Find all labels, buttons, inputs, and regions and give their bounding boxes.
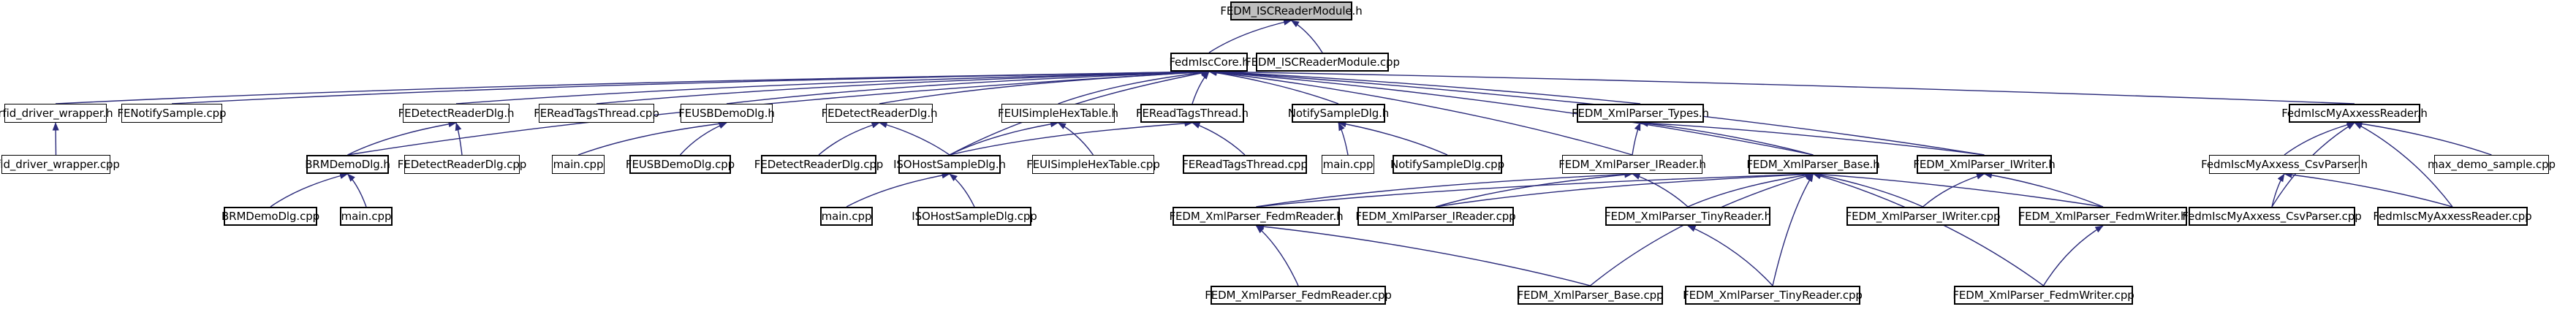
graph-node[interactable]: FEDM_ISCReaderModule.h [1220,1,1363,20]
graph-edge [1192,71,1210,104]
graph-node[interactable]: FEDM_XmlParser_Base.h [1746,155,1880,174]
graph-edge [1208,68,1641,104]
graph-node[interactable]: main.cpp [1322,155,1374,174]
graph-edge [1983,172,2104,208]
graph-edge [726,68,1210,104]
graph-node[interactable]: FedmIscMyAxxessReader.h [2281,104,2428,123]
graph-edge [1435,171,1633,208]
graph-node[interactable]: ISOHostSampleDlg.cpp [912,207,1037,226]
graph-edge [171,68,1210,104]
graph-edge [577,120,727,156]
graph-node[interactable]: NotifySampleDlg.cpp [1390,155,1504,174]
graph-edge [596,68,1210,104]
graph-node[interactable]: FEUISimpleHexTable.cpp [1026,155,1160,174]
graph-node[interactable]: BRMDemoDlg.h [305,155,390,174]
graph-node[interactable]: FEDM_XmlParser_Base.cpp [1518,286,1664,305]
graph-edge [1256,171,1633,208]
graph-edge [1922,172,1985,208]
graph-node[interactable]: FEDetectReaderDlg.h [822,104,938,123]
graph-edge [1338,121,1448,156]
graph-edge [346,173,367,208]
graph-edge [1208,69,1339,104]
graph-edge [1338,122,1349,156]
graph-node[interactable]: FEDM_ISCReaderModule.cpp [1245,53,1400,72]
graph-edge [2284,171,2453,208]
graph-edge [2271,173,2285,208]
graph-edge [1632,122,1641,156]
graph-edge [1256,170,1814,208]
graph-node[interactable]: FedmIscMyAxxess_CsvParser.cpp [2182,207,2362,226]
graph-node[interactable]: FEDM_XmlParser_IReader.cpp [1355,207,1516,226]
graph-node[interactable]: FEDM_XmlParser_TinyReader.cpp [1683,286,1863,305]
graph-edge [347,121,457,156]
graph-edge [2354,121,2492,156]
graph-node[interactable]: max_demo_sample.cpp [2428,155,2556,174]
graph-edge [1772,173,1814,286]
graph-edge [1640,120,1985,156]
graph-edge [270,172,349,208]
graph-edge [949,121,1059,156]
graph-edge [1687,172,1814,208]
graph-edge [679,122,727,156]
graph-edge [1208,19,1292,53]
graph-node[interactable]: main.cpp [340,207,393,226]
graph-node[interactable]: BRMDemoDlg.cpp [221,207,319,226]
graph-edge [1590,172,1814,286]
graph-edge [879,69,1210,104]
graph-node[interactable]: FEUSBDemoDlg.cpp [626,155,735,174]
graph-node[interactable]: FedmIscMyAxxessReader.cpp [2373,207,2532,226]
graph-edge [2284,121,2355,156]
graph-node[interactable]: NotifySampleDlg.h [1288,104,1389,123]
graph-node[interactable]: FEDetectReaderDlg.h [398,104,515,123]
graph-edge [1812,172,2044,286]
graph-edge [455,122,463,156]
graph-edge [949,120,1193,156]
graph-node[interactable]: FEUISimpleHexTable.h [998,104,1118,123]
graph-edge [1057,122,1094,156]
graph-edge [55,68,1210,104]
graph-node[interactable]: FENotifySample.cpp [118,104,227,123]
graph-node[interactable]: ISOHostSampleDlg.h [893,155,1006,174]
graph-node[interactable]: FedmIscCore.h [1169,53,1249,72]
graph-node[interactable]: FEDM_XmlParser_IReader.h [1558,155,1706,174]
graph-edge [1208,69,1633,156]
graph-node[interactable]: FEReadTagsThread.cpp [534,104,659,123]
graph-edge [1812,172,1923,208]
graph-edge [818,121,880,156]
graph-edge [1812,171,2104,208]
graph-node[interactable]: FEDetectReaderDlg.cpp [754,155,883,174]
graph-node[interactable]: main.cpp [820,207,873,226]
graph-node[interactable]: FEDM_XmlParser_FedmReader.h [1169,207,1344,226]
graph-node[interactable]: FEDM_XmlParser_FedmWriter.cpp [1952,286,2134,305]
graph-node[interactable]: FEDM_XmlParser_IWriter.h [1913,155,2056,174]
graph-edge [455,68,1210,104]
graph-edge [1058,69,1210,104]
graph-edge [879,121,950,156]
graph-node[interactable]: main.cpp [552,155,605,174]
graph-edge [1640,120,1814,156]
graph-node[interactable]: FEDM_XmlParser_TinyReader.h [1605,207,1771,226]
graph-node[interactable]: FEDM_XmlParser_IWriter.cpp [1846,207,2001,226]
graph-node[interactable]: FEDM_XmlParser_FedmReader.cpp [1205,286,1392,305]
graph-node[interactable]: FEDM_XmlParser_FedmWriter.h [2019,207,2187,226]
graph-node[interactable]: rfid_driver_wrapper.h [0,104,113,123]
graph-node[interactable]: FedmIscMyAxxess_CsvParser.h [2201,155,2368,174]
graph-node[interactable]: FEUSBDemoDlg.h [678,104,775,123]
graph-edge [2042,225,2104,286]
graph-node[interactable]: FEReadTagsThread.h [1136,104,1249,123]
graph-edge [1687,225,1773,286]
graph-node[interactable]: FEDetectReaderDlg.cpp [398,155,526,174]
graph-edge [846,172,950,208]
graph-edge [1255,225,1299,286]
graph-node[interactable]: FEDM_XmlParser_Types.h [1572,104,1709,123]
graph-edge [1192,122,1246,156]
graph-node[interactable]: rfid_driver_wrapper.cpp [0,155,120,174]
graph-edge [1435,171,1814,208]
graph-edge [1290,20,1323,53]
graph-edge [1632,173,1689,208]
graph-edge [1208,68,2355,104]
graph-node[interactable]: FEReadTagsThread.cpp [1182,155,1308,174]
graph-edge [949,173,975,208]
graph-edge [1255,223,1591,286]
